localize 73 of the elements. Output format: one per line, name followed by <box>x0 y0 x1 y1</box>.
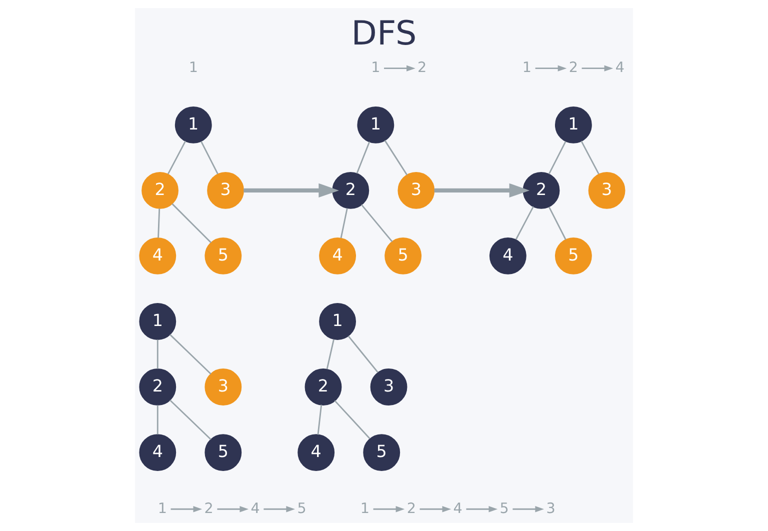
node-text: 1 <box>371 60 380 76</box>
connector <box>360 204 393 242</box>
node-text: 2 <box>406 500 416 517</box>
node-text: 4 <box>453 500 462 517</box>
node-circle: 5 <box>204 238 242 274</box>
connector <box>169 334 212 375</box>
diagram-title: DFS <box>351 13 417 52</box>
arrow <box>373 506 405 512</box>
connector <box>172 203 212 244</box>
node-circle: 1 <box>319 303 356 340</box>
node-circle: 2 <box>304 368 342 406</box>
node-circle: 4 <box>319 238 356 274</box>
node-circle: 5 <box>384 238 422 274</box>
arrow <box>535 65 567 72</box>
node-circle: 3 <box>370 368 408 406</box>
arrow <box>384 65 416 72</box>
node-text: 2 <box>568 60 578 76</box>
connector <box>317 404 322 435</box>
node-circle: 4 <box>298 434 335 472</box>
connector <box>384 140 408 176</box>
node-circle: 1 <box>357 106 394 144</box>
node-circle: 2 <box>139 368 176 406</box>
connector <box>156 340 158 369</box>
node-circle: 5 <box>554 238 592 274</box>
node-text: 2 <box>204 500 214 517</box>
connector <box>158 208 160 238</box>
node-text: 3 <box>546 500 556 517</box>
arrow <box>420 506 452 512</box>
connector <box>326 339 334 370</box>
node-text: 4 <box>615 60 624 76</box>
connector <box>169 400 212 440</box>
connector <box>515 206 534 240</box>
node-circle: 4 <box>489 238 526 274</box>
node-text: 5 <box>297 500 306 517</box>
node-circle: 1 <box>554 106 592 144</box>
node-circle: 1 <box>174 106 212 144</box>
node-circle: 4 <box>139 238 176 274</box>
node-circle: 4 <box>139 434 176 472</box>
connector <box>548 206 566 240</box>
node-circle: 2 <box>142 172 178 209</box>
node-text: 1 <box>158 500 167 517</box>
arrow <box>264 506 296 512</box>
node-circle: 5 <box>204 434 242 472</box>
connector <box>356 141 370 174</box>
connector <box>334 400 370 439</box>
node-circle: 2 <box>522 172 560 209</box>
connector <box>200 141 218 174</box>
connector <box>156 405 158 434</box>
arrow <box>217 506 249 512</box>
node-text: 1 <box>522 60 532 76</box>
connector <box>340 208 348 238</box>
arrow <box>170 506 202 512</box>
node-circle: 5 <box>363 434 400 472</box>
arrow <box>512 506 544 512</box>
connector <box>167 140 186 174</box>
arrow <box>244 183 339 198</box>
connector <box>580 140 600 174</box>
node-circle: 1 <box>139 303 176 340</box>
node-text: 4 <box>250 500 260 517</box>
node-circle: 3 <box>588 172 626 209</box>
arrow <box>434 183 530 198</box>
connector <box>348 336 378 373</box>
connector <box>548 141 566 174</box>
node-circle: 3 <box>204 368 242 406</box>
node-circle: 2 <box>332 172 370 209</box>
node-text: 1 <box>360 500 370 517</box>
node-text: 1 <box>188 60 198 76</box>
arrow <box>582 65 614 72</box>
node-text: 2 <box>418 60 427 76</box>
node-circle: 3 <box>398 172 435 209</box>
arrow <box>466 506 498 512</box>
node-circle: 3 <box>207 172 244 209</box>
node-text: 5 <box>500 500 509 517</box>
